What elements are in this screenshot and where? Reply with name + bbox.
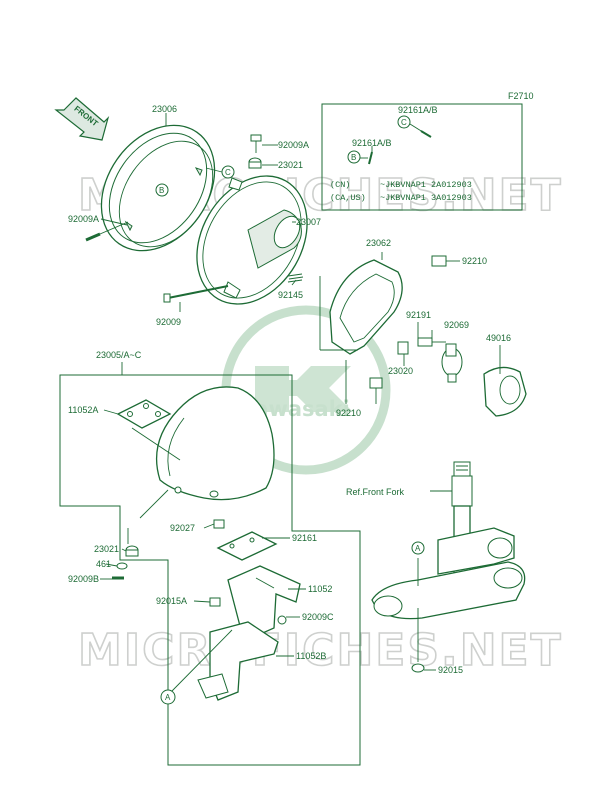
label-49016: 49016: [486, 333, 511, 343]
bolt-92009: [163, 285, 229, 303]
label-11052: 11052: [308, 584, 332, 594]
callout-c-note: [397, 115, 411, 129]
label-23020: 23020: [388, 366, 413, 376]
clip-92210: [369, 377, 383, 389]
label-92069: 92069: [444, 320, 469, 330]
plate-11052A: [116, 399, 181, 461]
label-92161A-B-mid: 92161A/B: [352, 138, 392, 148]
figure-code: F2710: [508, 91, 534, 101]
bottom-leader-lines: [100, 409, 452, 671]
top-leader-lines: [100, 113, 501, 404]
mount-plate-92161: [216, 531, 278, 561]
label-92161A-B-top: 92161A/B: [398, 105, 438, 115]
headlight-rim-23006: B C: [100, 124, 235, 252]
note-row-caus-range: ~JKBVNAP1 3A012903: [380, 193, 472, 203]
label-92145: 92145: [278, 290, 303, 300]
note-box: (CN) ~JKBVNAP1 2A012903 (CA,US) ~JKBVNAP…: [321, 103, 523, 211]
watermark-site-bottom: MICROFICHES.NET: [78, 625, 563, 676]
label-92027: 92027: [170, 523, 195, 533]
label-23007: 23007: [296, 217, 321, 227]
cover-49016: [483, 366, 527, 417]
stay-11052B: [197, 621, 279, 701]
label-92015A: 92015A: [156, 596, 187, 606]
label-23062: 23062: [366, 238, 391, 248]
callout-b-note-letter: B: [351, 153, 356, 162]
small-fasteners: [112, 519, 287, 625]
watermark-group: MICROFICHES.NET MICROFICHES.NET Kawasaki: [77, 169, 563, 677]
nut-23021-top: [248, 157, 262, 169]
callout-b-note: [347, 150, 361, 164]
label-92009C: 92009C: [302, 612, 334, 622]
headlight-cowl-23005: [156, 386, 275, 501]
note-row-cn-model: (CN): [330, 180, 350, 190]
headlight-unit-23007: [196, 175, 308, 305]
label-ref-front-fork: Ref.Front Fork: [346, 487, 405, 497]
label-11052A: 11052A: [68, 405, 98, 415]
label-92210-top: 92210: [462, 256, 487, 266]
label-92191: 92191: [406, 310, 431, 320]
part-labels: 23006 92009A 92009A 23021 23007 92161A/B…: [68, 104, 511, 675]
callout-c-rim: C: [225, 168, 231, 177]
cap-92191: [417, 337, 446, 347]
callout-c-note-letter: C: [401, 118, 407, 127]
label-92161: 92161: [292, 533, 317, 543]
label-92009B: 92009B: [68, 574, 99, 584]
callout-a-fork: A: [415, 544, 421, 553]
note-row-cn-range: ~JKBVNAP1 2A012903: [380, 180, 472, 190]
label-11052B: 11052B: [296, 651, 326, 661]
label-23021-bottom: 23021: [94, 544, 119, 554]
label-92009: 92009: [156, 317, 181, 327]
label-92009A-top: 92009A: [278, 140, 309, 150]
label-461: 461: [96, 559, 111, 569]
label-23021-top: 23021: [278, 160, 303, 170]
steering-stem: A: [371, 461, 526, 673]
front-direction-arrow: FRONT: [54, 97, 110, 141]
label-23005: 23005/A~C: [96, 350, 142, 360]
note-row-caus-model: (CA,US): [330, 193, 366, 203]
bracket-23062: [329, 255, 447, 355]
cowl-assembly-box: [59, 362, 361, 766]
bulb-92069: [441, 343, 463, 383]
label-23006: 23006: [152, 104, 177, 114]
label-92015: 92015: [438, 665, 463, 675]
label-92009A-left: 92009A: [68, 214, 99, 224]
callout-b-rim: B: [159, 186, 164, 195]
label-92210-bottom: 92210: [336, 408, 361, 418]
callout-a-left: A: [165, 693, 171, 702]
grommet-23020: [397, 341, 409, 355]
screw-92009A-top: [250, 134, 262, 153]
